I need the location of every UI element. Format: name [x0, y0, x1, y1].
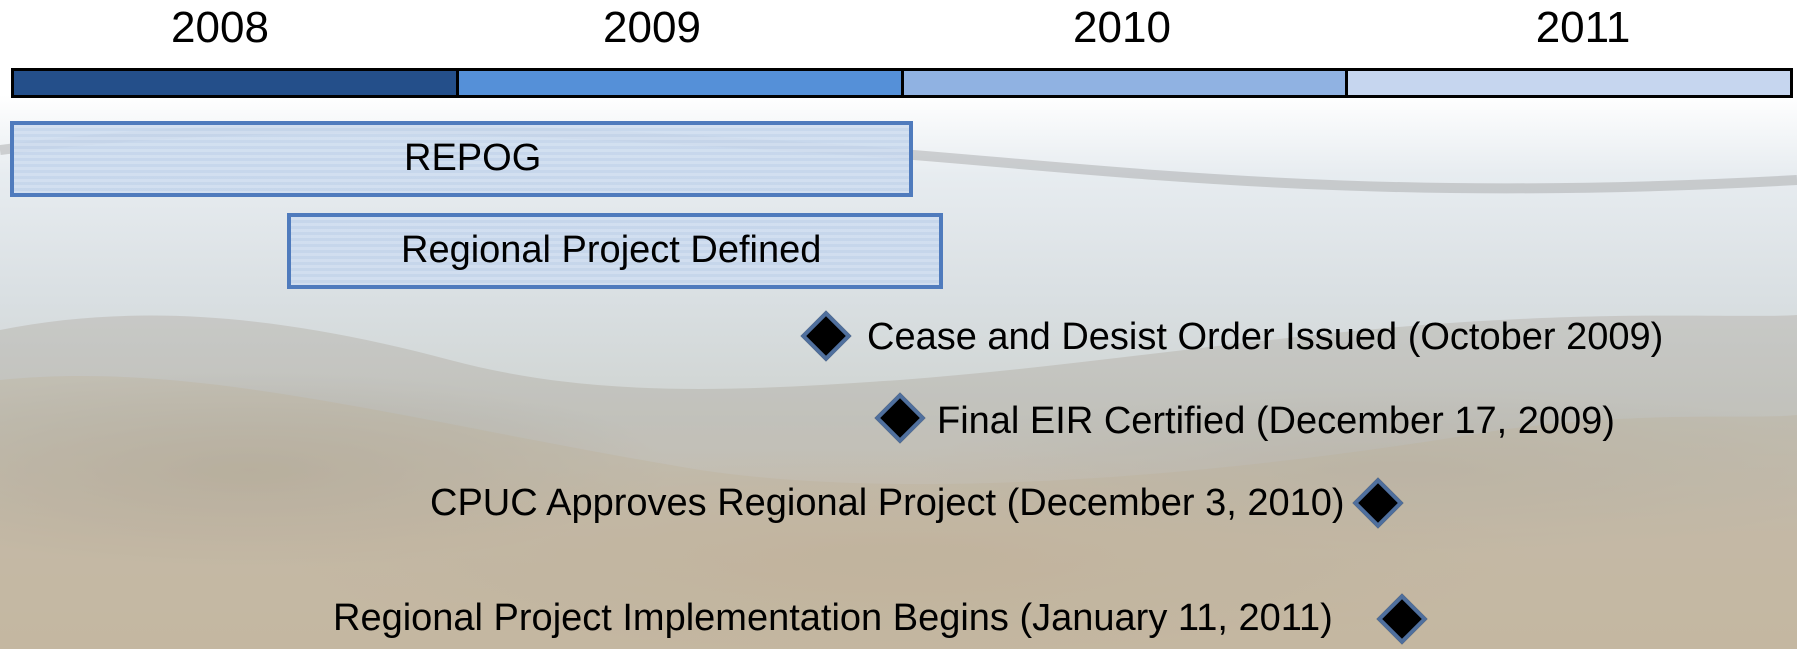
- milestone-cpuc-approves: CPUC Approves Regional Project (December…: [430, 482, 1345, 524]
- milestone-cease-desist: Cease and Desist Order Issued (October 2…: [867, 316, 1664, 358]
- regional-project-defined-bar: Regional Project Defined: [287, 213, 943, 289]
- repog-bar: REPOG: [10, 121, 913, 197]
- milestone-final-eir: Final EIR Certified (December 17, 2009): [937, 400, 1615, 442]
- milestone-implementation-begins: Regional Project Implementation Begins (…: [333, 597, 1333, 639]
- regional-project-defined-label: Regional Project Defined: [401, 229, 822, 271]
- year-label-2011: 2011: [1535, 3, 1631, 52]
- year-label-2009: 2009: [603, 3, 701, 52]
- year-segment-2011: [1348, 71, 1790, 95]
- year-segment-2009: [458, 71, 904, 95]
- repog-label: REPOG: [404, 137, 542, 179]
- year-bar: [11, 68, 1793, 98]
- year-label-2008: 2008: [171, 3, 269, 52]
- year-segment-2010: [903, 71, 1349, 95]
- year-segment-2008: [14, 71, 459, 95]
- year-label-2010: 2010: [1073, 3, 1171, 52]
